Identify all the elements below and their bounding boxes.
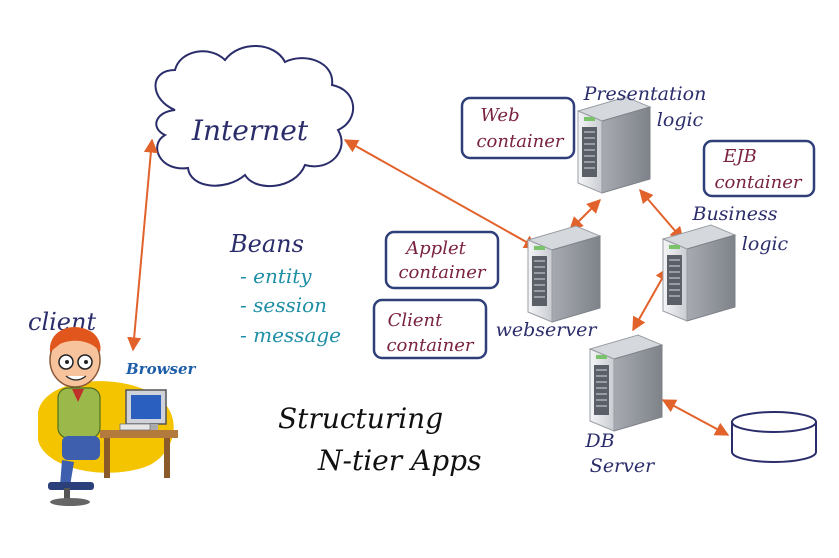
- business-server-icon: [662, 224, 736, 322]
- beans-item-message: - message: [240, 323, 341, 347]
- client-container-line1: Client: [388, 310, 444, 331]
- arrow-business-db: [632, 266, 669, 332]
- web-server-icon: [527, 225, 601, 323]
- arrow-presentation-business: [639, 188, 684, 242]
- presentation-label-1: Presentation: [583, 83, 707, 105]
- applet-container-line1: Applet: [404, 238, 466, 259]
- arrow-internet-browser: [127, 138, 158, 352]
- presentation-label-2: logic: [657, 109, 704, 131]
- webserver-label: webserver: [496, 319, 599, 341]
- internet-label: Internet: [191, 114, 309, 147]
- beans-item-entity: - entity: [240, 264, 312, 288]
- beans-title: Beans: [229, 230, 304, 258]
- db-label-1: DB: [584, 430, 614, 452]
- db-label-2: Server: [590, 455, 656, 477]
- ejb-container-line2: container: [714, 172, 802, 193]
- title-structuring: Structuring: [278, 402, 443, 435]
- database-icon: [731, 411, 817, 463]
- applet-container-line2: container: [398, 262, 486, 283]
- arrow-db-database: [661, 399, 730, 436]
- applet-container-box: Applet container: [384, 230, 500, 290]
- business-label-2: logic: [742, 233, 789, 255]
- presentation-server-icon: [577, 96, 651, 194]
- web-container-line1: Web: [480, 105, 519, 126]
- client-person-icon: [38, 326, 178, 506]
- arrow-webserver-presentation: [569, 199, 601, 231]
- beans-item-session: - session: [240, 293, 327, 317]
- db-server-icon: [589, 334, 663, 432]
- client-container-line2: container: [386, 335, 474, 356]
- arrow-internet-webserver: [343, 139, 539, 249]
- ejb-container-box: EJB container: [702, 139, 816, 198]
- ejb-container-line1: EJB: [722, 146, 757, 167]
- web-container-line2: container: [476, 131, 564, 152]
- client-container-box: Client container: [372, 298, 488, 360]
- browser-label: Browser: [125, 360, 196, 378]
- title-ntier: N-tier Apps: [317, 444, 481, 477]
- web-container-box: Web container: [460, 96, 576, 160]
- internet-cloud: [154, 45, 355, 188]
- business-label-1: Business: [691, 203, 777, 225]
